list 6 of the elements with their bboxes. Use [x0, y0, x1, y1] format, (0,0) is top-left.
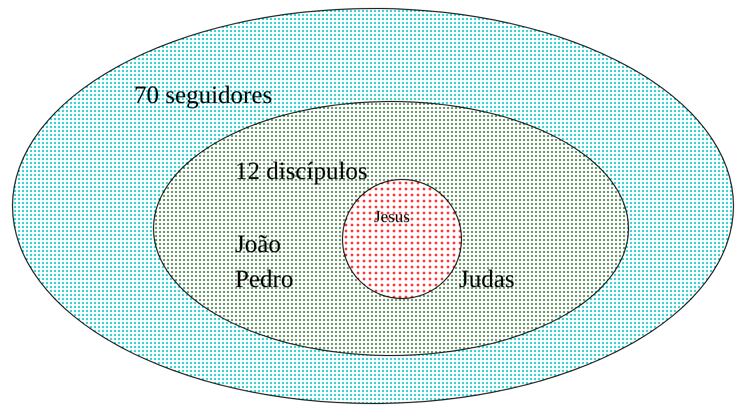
name-label: João	[235, 232, 281, 257]
center-label: Jesus	[374, 208, 410, 225]
name-label: Pedro	[235, 267, 294, 292]
group-label: 12 discípulos	[235, 159, 368, 184]
group-label: 70 seguidores	[134, 83, 272, 108]
name-label: Judas	[459, 267, 515, 292]
